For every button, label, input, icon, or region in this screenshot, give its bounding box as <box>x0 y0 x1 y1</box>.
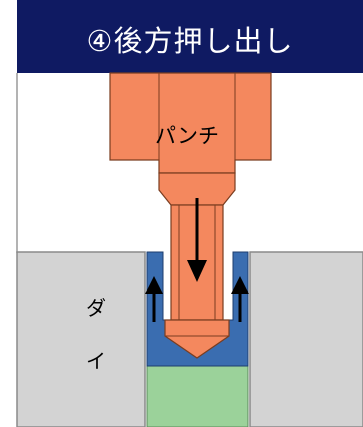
flow-arrow-left-head <box>145 276 163 294</box>
punch-label: パンチ <box>155 124 220 148</box>
flow-arrow-right-head <box>231 276 249 294</box>
counter-punch <box>146 365 249 427</box>
die-left-block <box>16 251 146 427</box>
punch-down-arrow-head <box>187 260 207 282</box>
diagram-title: ④後方押し出し <box>17 0 363 73</box>
punch-tip <box>164 319 230 359</box>
die-label-part-1: ダ <box>86 296 106 320</box>
die-right-block <box>249 251 363 427</box>
die-label-part-2: イ <box>86 349 106 373</box>
